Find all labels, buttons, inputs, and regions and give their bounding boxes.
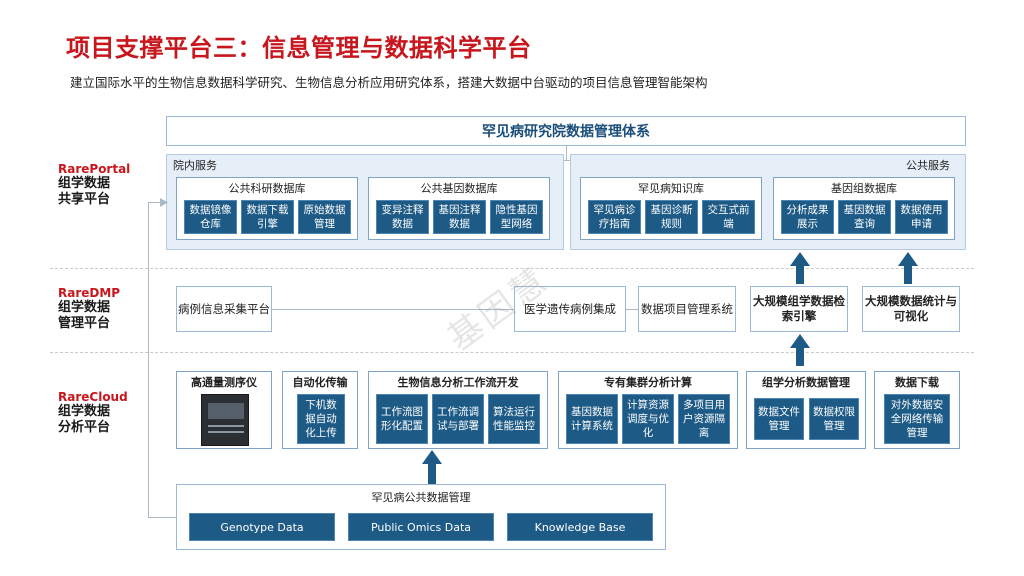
tier-zh: 组学数据 [58, 176, 111, 191]
tile: 变异注释数据 [376, 200, 429, 234]
tier-portal-label: RarePortal 组学数据 共享平台 [58, 162, 130, 208]
tile: 算法运行性能监控 [488, 394, 540, 444]
panel-public-gene-db: 公共基因数据库 变异注释数据 基因注释数据 隐性基因型网络 [368, 177, 550, 240]
tier-divider [50, 352, 974, 353]
panel-genome-db: 基因组数据库 分析成果展示 基因数据查询 数据使用申请 [773, 177, 955, 240]
panel-title: 数据下载 [895, 376, 939, 389]
panel-omics-data-management: 组学分析数据管理 数据文件管理 数据权限管理 [746, 371, 866, 449]
tier-divider [50, 268, 974, 269]
tier-en: RareCloud [58, 390, 128, 404]
panel-title: 罕见病知识库 [638, 182, 704, 195]
tile: 基因数据查询 [838, 200, 891, 234]
panel-auto-transfer: 自动化传输 下机数据自动化上传 [282, 371, 358, 449]
arrow-up-icon [422, 450, 442, 464]
tile: 工作流图形化配置 [376, 394, 428, 444]
tile: 交互式前端 [702, 200, 755, 234]
panel-public-research-db: 公共科研数据库 数据镜像仓库 数据下载引擎 原始数据管理 [176, 177, 358, 240]
panel-title: 公共科研数据库 [228, 182, 306, 195]
portal-public-label: 公共服务 [906, 159, 950, 172]
tile: 数据下载引擎 [241, 200, 294, 234]
tier-zh: 管理平台 [58, 316, 111, 331]
tile-public-omics-data: Public Omics Data [348, 513, 494, 541]
tile-knowledge-base: Knowledge Base [507, 513, 653, 541]
tile: 基因数据计算系统 [566, 394, 618, 444]
tier-dmp-label: RareDMP 组学数据 管理平台 [58, 286, 120, 332]
tier-zh: 组学数据 [58, 300, 111, 315]
tile: 下机数据自动化上传 [297, 394, 345, 444]
tier-en: RarePortal [58, 162, 131, 176]
tile: 分析成果展示 [781, 200, 834, 234]
feedback-line [148, 517, 176, 518]
panel-title: 高通量测序仪 [191, 376, 257, 389]
tier-cloud-label: RareCloud 组学数据 分析平台 [58, 390, 128, 436]
tile: 数据文件管理 [754, 398, 804, 440]
panel-title: 专有集群分析计算 [604, 376, 692, 389]
tile: 对外数据安全网络传输管理 [884, 394, 950, 444]
tile: 原始数据管理 [298, 200, 351, 234]
tile: 基因注释数据 [433, 200, 486, 234]
arrow-up [796, 346, 804, 366]
arrow-up-icon [790, 334, 810, 348]
tile: 多项目用户资源隔离 [678, 394, 730, 444]
dmp-omics-search-engine: 大规模组学数据检索引擎 [750, 286, 848, 332]
tier-en: RareDMP [58, 286, 121, 300]
arrow-up [428, 462, 436, 484]
tile: 工作流调试与部署 [432, 394, 484, 444]
banner-connector [566, 146, 567, 160]
panel-title: 基因组数据库 [831, 182, 897, 195]
page-subtitle: 建立国际水平的生物信息数据科学研究、生物信息分析应用研究体系，搭建大数据中台驱动… [70, 75, 708, 90]
panel-rare-disease-public-data: 罕见病公共数据管理 Genotype Data Public Omics Dat… [176, 484, 666, 550]
tile: 基因诊断规则 [645, 200, 698, 234]
dmp-project-management: 数据项目管理系统 [638, 286, 736, 332]
dmp-connector [272, 309, 514, 310]
panel-sequencer: 高通量测序仪 [176, 371, 272, 449]
feedback-line [148, 202, 164, 203]
tile: 数据权限管理 [809, 398, 859, 440]
panel-title: 组学分析数据管理 [762, 376, 850, 389]
arrow-up [796, 264, 804, 284]
tile: 罕见病诊疗指南 [588, 200, 641, 234]
dmp-case-collection: 病例信息采集平台 [176, 286, 272, 332]
tile: 数据使用申请 [895, 200, 948, 234]
arrow-up-icon [790, 252, 810, 266]
panel-title: 自动化传输 [292, 376, 348, 389]
panel-rare-disease-kb: 罕见病知识库 罕见病诊疗指南 基因诊断规则 交互式前端 [580, 177, 762, 240]
panel-title: 罕见病公共数据管理 [371, 491, 471, 504]
sequencer-machine-icon [201, 394, 249, 446]
panel-cluster-compute: 专有集群分析计算 基因数据计算系统 计算资源调度与优化 多项目用户资源隔离 [558, 371, 738, 449]
arrow-up [904, 264, 912, 284]
dmp-genetic-case-integration: 医学遗传病例集成 [514, 286, 626, 332]
arrow-up-icon [898, 252, 918, 266]
tile: 隐性基因型网络 [490, 200, 543, 234]
top-banner: 罕见病研究院数据管理体系 [166, 116, 966, 146]
feedback-line [148, 202, 149, 518]
dmp-statistics-visualization: 大规模数据统计与可视化 [862, 286, 960, 332]
arrow-right-icon [160, 198, 168, 207]
page-title: 项目支撑平台三：信息管理与数据科学平台 [66, 34, 532, 62]
tile: 计算资源调度与优化 [622, 394, 674, 444]
panel-title: 生物信息分析工作流开发 [397, 376, 519, 389]
panel-data-download: 数据下载 对外数据安全网络传输管理 [874, 371, 960, 449]
tile-genotype-data: Genotype Data [189, 513, 335, 541]
portal-internal-label: 院内服务 [173, 159, 217, 172]
panel-title: 公共基因数据库 [420, 182, 498, 195]
tier-zh: 组学数据 [58, 404, 111, 419]
tile: 数据镜像仓库 [184, 200, 237, 234]
tier-zh: 共享平台 [58, 192, 111, 207]
dmp-connector [626, 309, 638, 310]
tier-zh: 分析平台 [58, 420, 111, 435]
panel-workflow-dev: 生物信息分析工作流开发 工作流图形化配置 工作流调试与部署 算法运行性能监控 [368, 371, 548, 449]
